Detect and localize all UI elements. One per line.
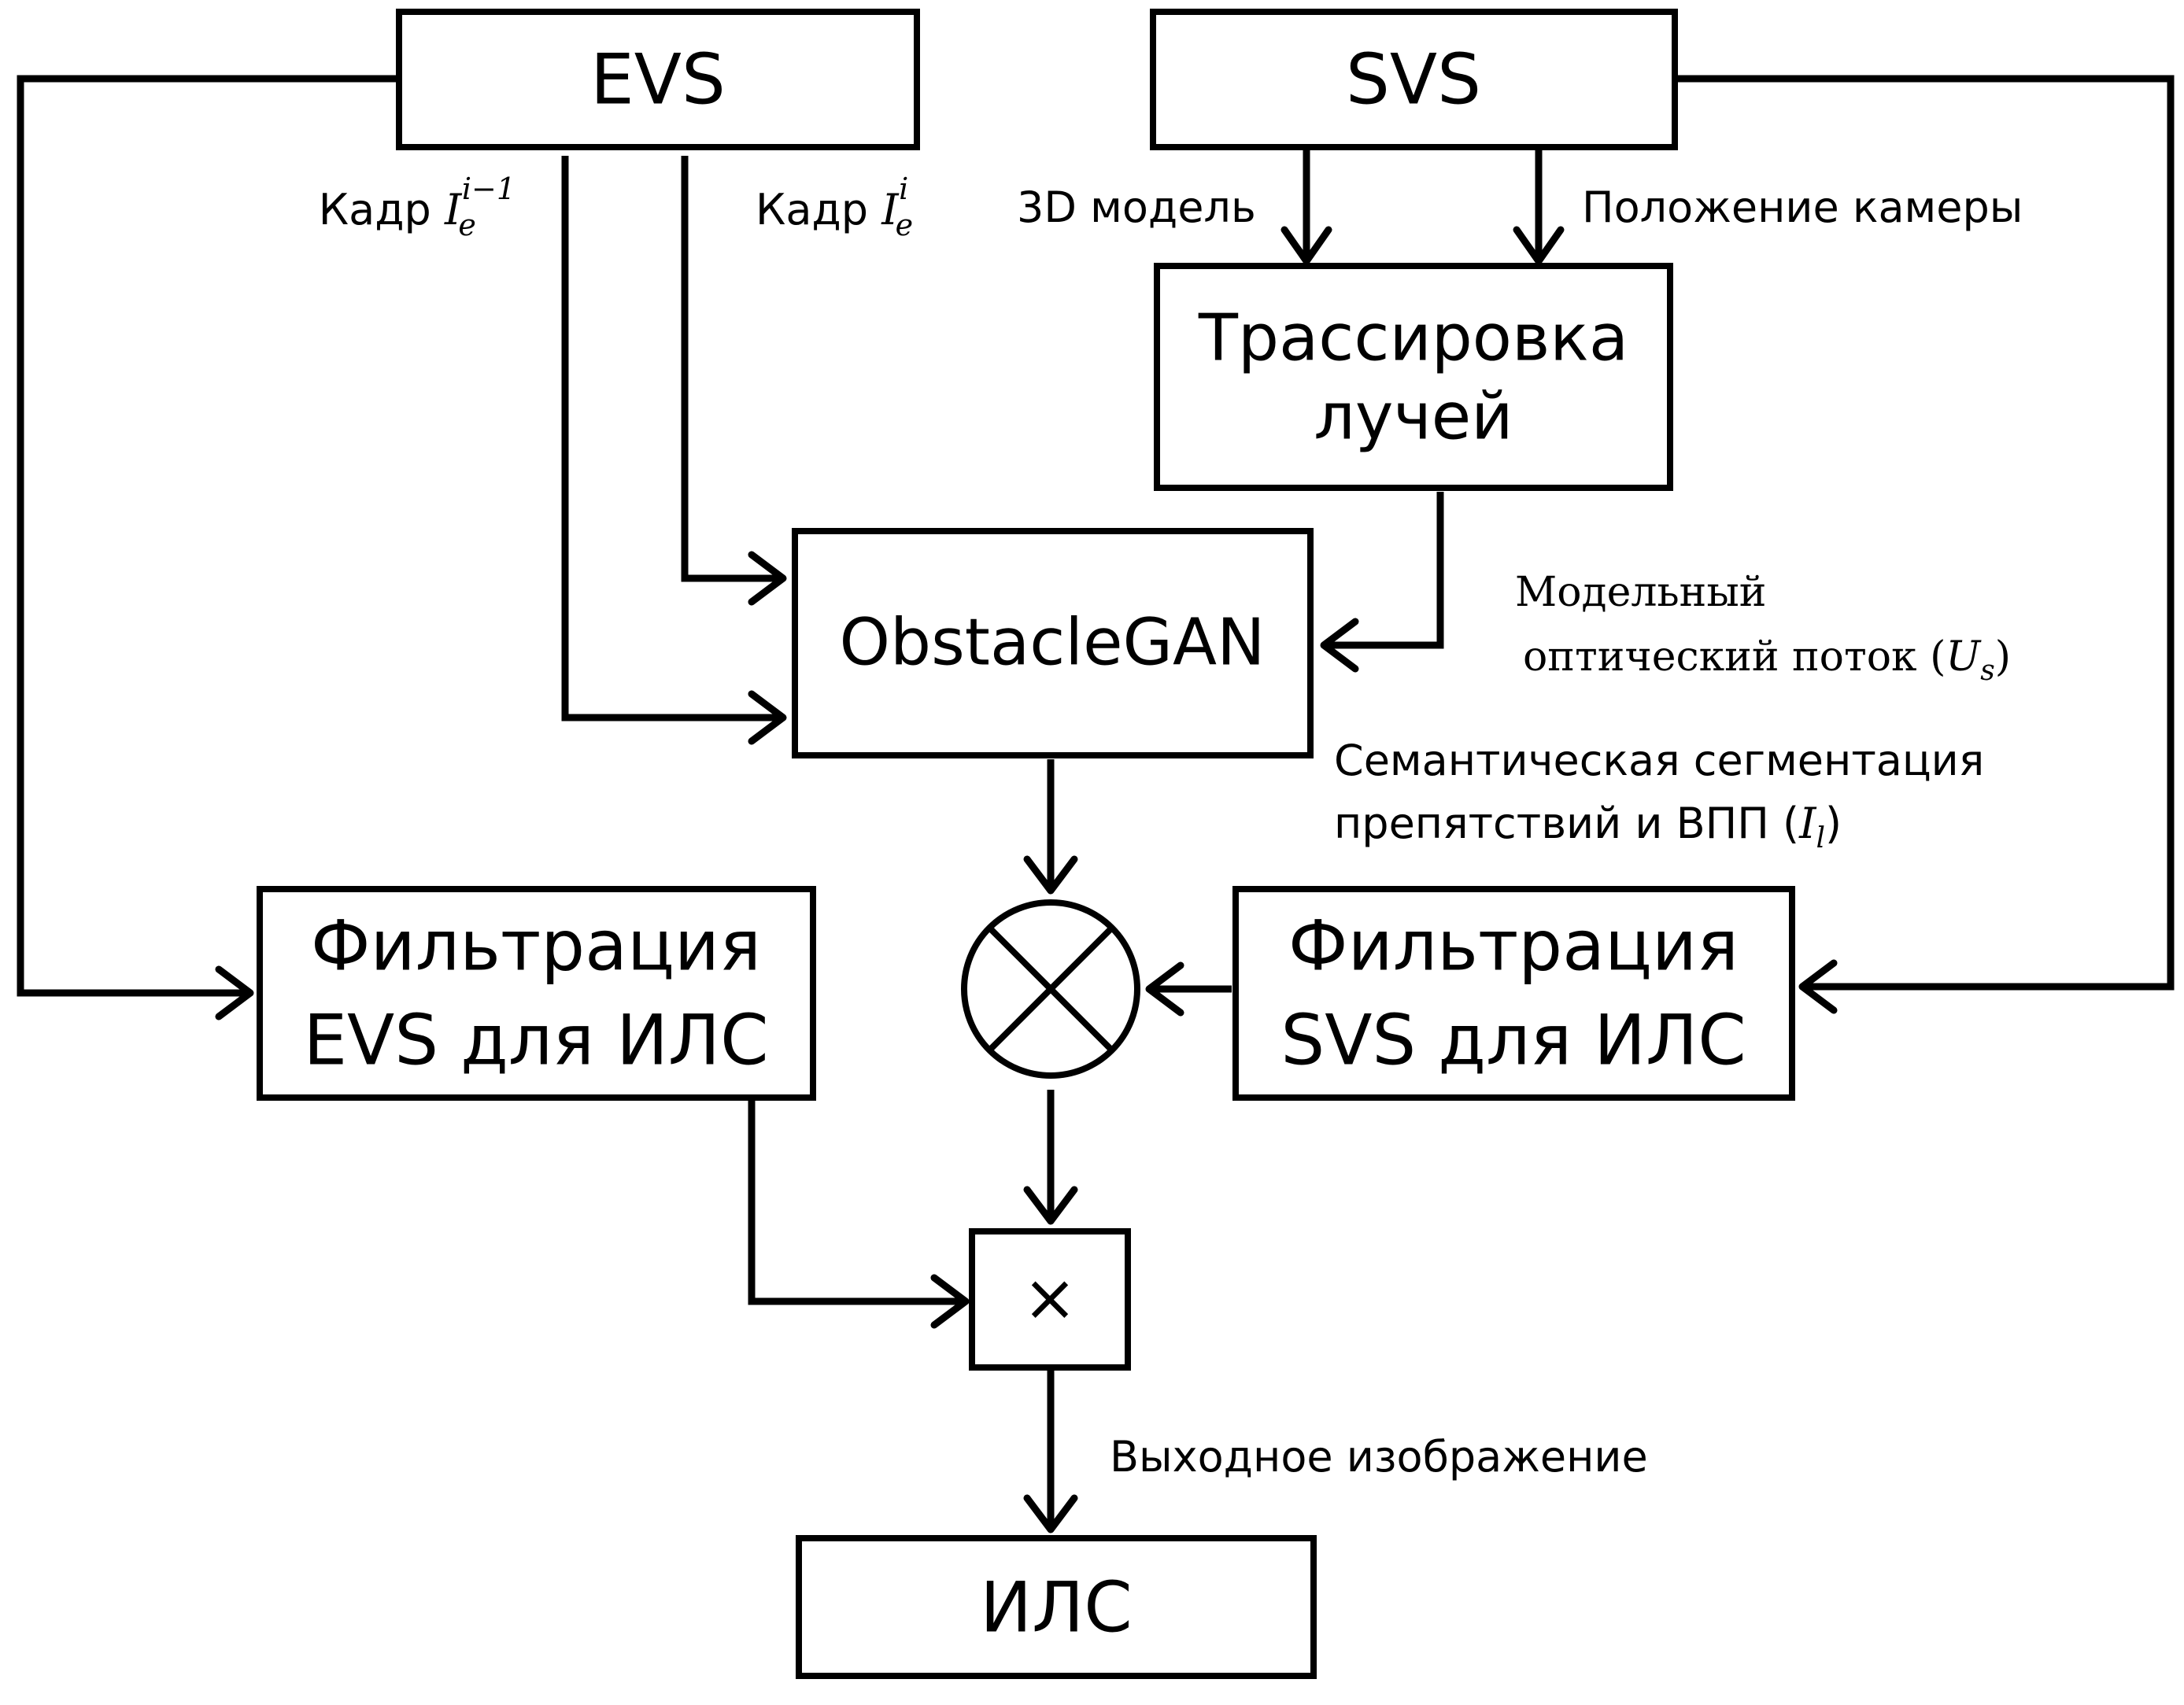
ray-tracing-label-line-1: Трассировка: [1198, 301, 1628, 376]
box-multiplier: ×: [969, 1228, 1131, 1371]
arrow-head-right: [215, 965, 254, 1020]
model-3d-label: 3D модель: [1017, 183, 1256, 232]
cross-icon: [987, 925, 1114, 1053]
connectors: [17, 75, 2175, 1526]
optical-flow-label-line-2: оптический поток (Us): [1523, 633, 2011, 687]
arrow-head-left: [1145, 961, 1184, 1017]
arrow-head-right: [748, 551, 787, 606]
ray-tracing-label-line-2: лучей: [1314, 380, 1513, 455]
arrow-head-left: [1320, 618, 1359, 673]
arrow-head-down: [1023, 1186, 1078, 1225]
evs-filter-label-line-2: EVS для ИЛС: [303, 1000, 768, 1081]
frame-curr-label: Кадр Iei: [756, 172, 913, 242]
ray-tracing-block: Трассировка лучей: [1154, 263, 1673, 491]
arrow-head-down: [1023, 855, 1078, 895]
evs-label: EVS: [590, 39, 726, 120]
obstacle-gan-block: ObstacleGAN: [792, 528, 1314, 758]
svs-filter-label-line-2: SVS для ИЛС: [1280, 1000, 1746, 1081]
segmentation-label-line-2: препятствий и ВПП (Il): [1334, 799, 1842, 854]
hud-block: ИЛС: [796, 1535, 1317, 1679]
evs-filter-label-line-1: Фильтрация: [311, 906, 761, 987]
evs-block: EVS: [396, 9, 920, 150]
edge-evs-filter-to-mult: [748, 1100, 964, 1305]
arrow-head-down: [1023, 1494, 1078, 1533]
arrow-head-down: [1513, 226, 1565, 265]
obstacle-gan-label: ObstacleGAN: [839, 606, 1265, 681]
edge-evs-to-evs-filter: [17, 75, 399, 997]
arrow-heads: [215, 226, 1838, 1533]
circle-multiplier: [961, 899, 1140, 1079]
arrow-head-down: [1280, 226, 1332, 265]
evs-filter-block: Фильтрация EVS для ИЛС: [257, 886, 816, 1101]
optical-flow-label-line-1: Модельный: [1515, 569, 1766, 616]
edge-frame-prev-to-gan: [561, 156, 782, 721]
arrow-head-right: [748, 690, 787, 745]
segmentation-label-line-1: Семантическая сегментация: [1334, 736, 1984, 785]
multiply-symbol: ×: [1023, 1261, 1077, 1336]
camera-pose-label: Положение камеры: [1582, 183, 2023, 232]
svs-filter-block: Фильтрация SVS для ИЛС: [1232, 886, 1795, 1101]
hud-label: ИЛС: [980, 1567, 1132, 1648]
arrow-head-right: [930, 1274, 970, 1329]
svs-block: SVS: [1150, 9, 1678, 150]
arrow-head-left: [1798, 959, 1838, 1014]
edge-frame-curr-to-gan: [681, 156, 782, 582]
output-image-label: Выходное изображение: [1110, 1432, 1648, 1482]
edge-svs-to-svs-filter: [1675, 75, 2175, 991]
frame-prev-label: Кадр Iei−1: [319, 172, 516, 242]
svs-filter-label-line-1: Фильтрация: [1288, 906, 1739, 987]
svs-label: SVS: [1346, 39, 1481, 120]
edge-ray-tracing-to-gan: [1324, 492, 1444, 649]
edge-labels: Кадр Iei−1 Кадр Iei 3D модель Положение …: [319, 172, 2023, 1482]
